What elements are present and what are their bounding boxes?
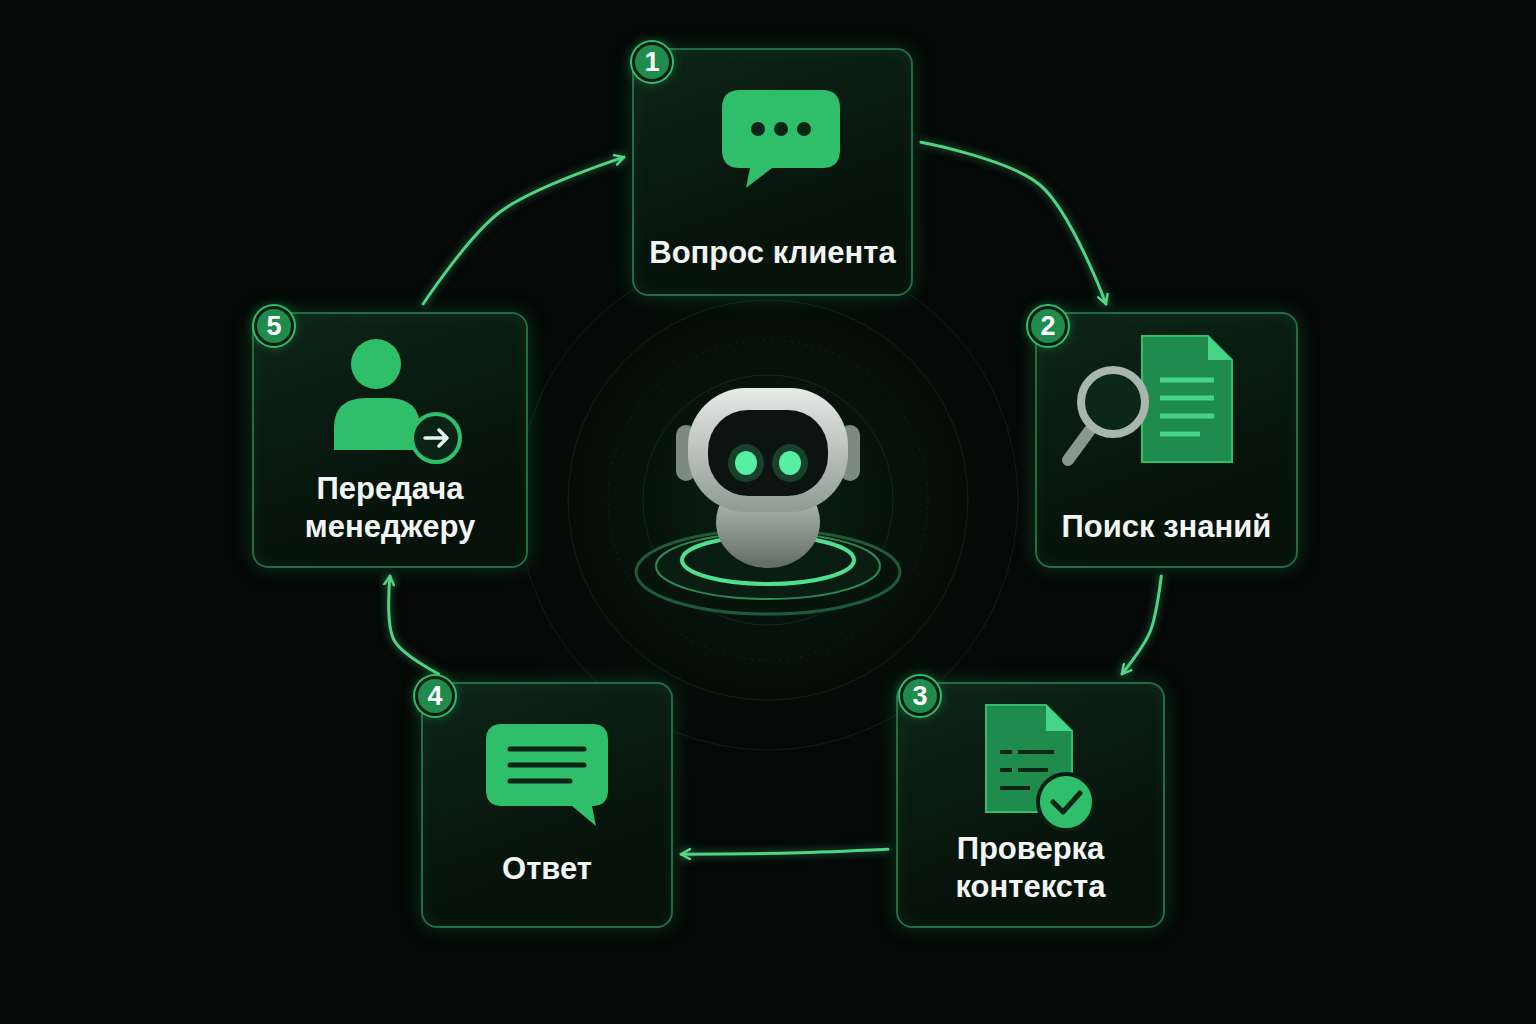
process-box: Передача менеджеру xyxy=(252,312,528,568)
check-doc-icon xyxy=(986,705,1094,830)
callout-number: 3 xyxy=(900,676,940,716)
process-box: Ответ xyxy=(421,682,673,928)
flow-arrow xyxy=(423,157,624,304)
flow-arrow xyxy=(681,849,888,854)
handoff-icon xyxy=(334,339,460,462)
callout-number: 4 xyxy=(415,676,455,716)
center-rings xyxy=(518,250,1018,750)
callout-number: 1 xyxy=(632,42,672,82)
flow-arrow xyxy=(1122,576,1161,674)
step-label: Передача менеджеру xyxy=(254,470,526,546)
search-icon xyxy=(1068,336,1232,462)
step-label: Проверка контекста xyxy=(898,830,1163,906)
robot-illustration xyxy=(636,388,900,614)
step-label: Ответ xyxy=(488,850,606,888)
answer-icon xyxy=(486,724,608,826)
step-label: Поиск знаний xyxy=(1048,508,1286,546)
process-box: Проверка контекста xyxy=(896,682,1165,928)
callout-number: 5 xyxy=(254,306,294,346)
callout-number: 2 xyxy=(1028,306,1068,346)
chat-icon xyxy=(722,90,840,188)
step-label: Вопрос клиента xyxy=(635,234,909,272)
flow-arrow xyxy=(921,142,1106,304)
process-box: Поиск знаний xyxy=(1035,312,1298,568)
process-box: Вопрос клиента xyxy=(632,48,913,296)
flow-arrow xyxy=(389,576,439,674)
